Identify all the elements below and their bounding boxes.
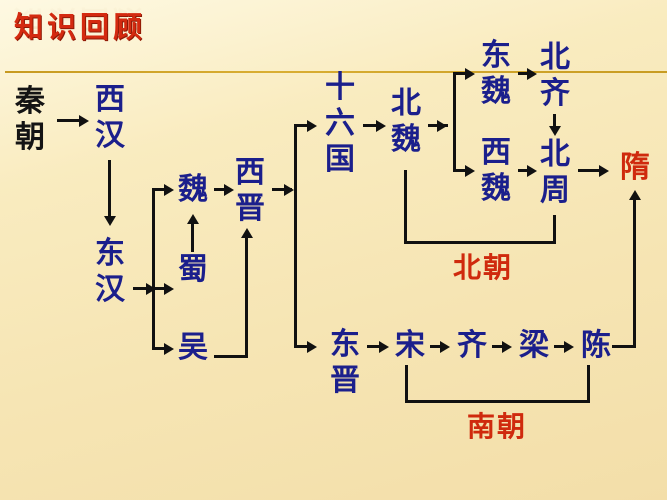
nanchao-bracket-right [587,365,590,403]
bus-to-dongwei-head [465,68,475,80]
bus-to-dongjin-head [307,341,317,353]
node-qi: 齐 [457,328,487,363]
arrow-wu-to-xijin-vert [245,236,248,358]
arrow-xihan-to-donghan-line [108,160,111,218]
arrow-wei-to-xijin-head [224,184,234,196]
node-dongwei: 东 魏 [481,38,511,109]
arrow-song-to-qi-head [440,341,450,353]
arrow-liang-to-chen-line [554,345,566,348]
arrow-beiwei-to-bus-head [437,120,447,132]
arrow-dongwei-to-beiqi-head [527,68,537,80]
arrow-wu-to-xijin-horiz [214,355,248,358]
arrow-chen-to-sui-vert [633,198,636,348]
arrow-dongjin-to-song-head [379,341,389,353]
title-underline-divider [5,71,667,73]
arrow-qin-to-xihan-line [57,119,79,122]
node-chen: 陈 [581,328,611,363]
arrow-donghan-to-bus-line [133,287,147,290]
arrow-dongjin-to-song-line [367,345,381,348]
bus-to-wei-head [164,184,174,196]
arrow-xijin-to-bus-line [272,188,292,191]
bus-to-shu-head [164,283,174,295]
node-wei: 魏 [178,172,208,207]
arrow-shu-to-wei-head [187,214,199,224]
bus-to-dongwei-line [453,72,467,75]
nanchao-bracket-left [405,365,408,403]
arrow-chen-to-sui-head [629,190,641,200]
node-xiwei: 西 魏 [481,135,511,206]
arrow-song-to-qi-line [430,345,442,348]
arrow-shiliuguo-to-beiwei-head [376,120,386,132]
arrow-wei-to-xijin-line [214,188,226,191]
node-beizhou: 北 周 [540,137,570,208]
title-block: 知识回顾 知识回顾 [14,4,194,66]
bus-to-shiliuguo-line [294,124,310,127]
arrow-qin-to-xihan-head [79,115,89,127]
bus-to-wei-line [152,188,166,191]
beichao-bracket-left [404,170,407,244]
node-sui: 隋 [620,150,650,185]
node-shiliuguo: 十 六 国 [325,70,355,177]
arrow-beiqi-to-beizhou-line [553,114,556,130]
bus-to-xiwei-line [453,169,467,172]
node-xijin: 西 晋 [235,155,265,226]
bus-to-wu-head [164,343,174,355]
beiwei-split-bus [453,72,456,172]
node-beiqi: 北 齐 [540,40,570,111]
arrow-shiliuguo-to-beiwei-line [363,124,379,127]
label-beichao: 北朝 [452,251,513,284]
arrow-beiqi-to-beizhou-head [549,126,561,136]
three-kingdoms-bus [152,188,155,350]
arrow-chen-to-sui-horiz [612,345,636,348]
bus-to-dongjin-line [294,345,310,348]
beichao-bracket-bottom [404,241,556,244]
node-xihan: 西 汉 [95,82,125,153]
arrow-xihan-to-donghan-head [104,216,116,226]
node-beiwei: 北 魏 [391,86,421,157]
arrow-beizhou-to-sui-head [599,165,609,177]
bus-to-wu-line [152,347,166,350]
bus-to-shiliuguo-head [307,120,317,132]
page-title: 知识回顾 [14,10,147,44]
arrow-beizhou-to-sui-line [578,169,602,172]
arrow-liang-to-chen-head [564,341,574,353]
arrow-qi-to-liang-head [502,341,512,353]
arrow-donghan-to-bus-head [146,283,156,295]
arrow-qi-to-liang-line [492,345,504,348]
arrow-xiwei-to-beizhou-head [527,165,537,177]
nanchao-bracket-bottom [405,400,590,403]
arrow-wu-to-xijin-head [241,228,253,238]
jin-split-bus [294,124,297,348]
node-donghan: 东 汉 [95,236,125,307]
node-liang: 梁 [519,328,549,363]
bus-to-xiwei-head [465,165,475,177]
node-dongjin: 东 晋 [330,327,360,398]
arrow-xijin-to-bus-head [284,184,294,196]
node-song: 宋 [395,328,425,363]
arrow-dongwei-to-beiqi-line [518,72,530,75]
arrow-shu-to-wei-line [191,222,194,252]
bus-to-shu-line [152,287,166,290]
beichao-bracket-right [553,215,556,244]
label-nanchao: 南朝 [466,410,527,443]
node-wu: 吴 [178,330,208,365]
node-shu: 蜀 [178,252,208,287]
node-qin: 秦 朝 [15,84,45,155]
arrow-xiwei-to-beizhou-line [518,169,530,172]
